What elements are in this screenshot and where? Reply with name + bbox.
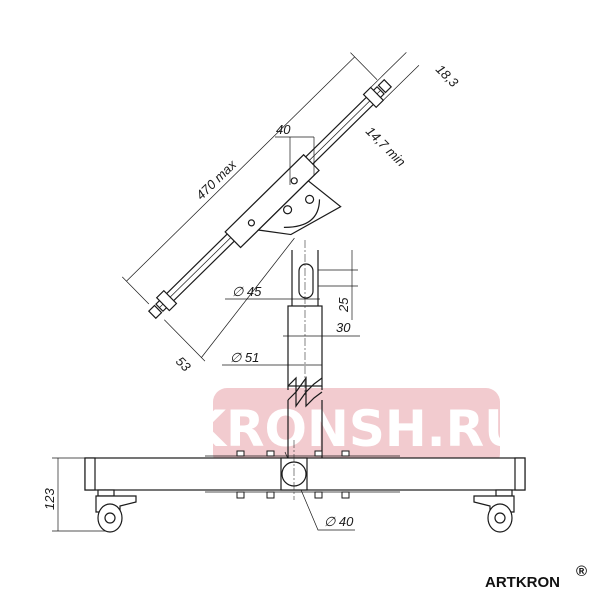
dim-min-gap: 14,7 min [363,124,409,170]
dim-offset: 53 [173,354,194,375]
caster-left [95,489,137,533]
caster-right [473,489,515,533]
watermark: KRONSH.RU [187,388,525,468]
logo-text: ARTKRON [485,574,560,591]
screw [282,205,293,215]
dim-base-height: 123 [42,488,57,510]
end-clamp-left [155,289,178,312]
dim-lower-pole: ∅ 51 [230,350,259,365]
watermark-text: KRONSH.RU [187,400,525,458]
dim-base-tube: ∅ 40 [324,514,354,529]
pivot-plate [257,180,342,236]
base [84,440,526,500]
artkron-logo: ARTKRON ® [485,563,587,591]
registered-mark: ® [576,563,587,580]
screw [290,177,298,185]
dim-length-max: 470 max [193,157,239,203]
end-cap-left [84,457,96,491]
clamp-arm: 470 max [121,52,420,362]
dim-thickness: 18,3 [433,62,462,91]
end-cap-right [514,457,526,491]
pole [287,240,323,458]
dim-clamp-width: 40 [276,122,291,137]
pole-slot [298,263,314,299]
end-clamp-right [362,86,385,109]
dim-upper-pole: ∅ 45 [232,284,262,299]
knob-left [147,304,163,320]
dim-slot-length: 25 [336,297,351,313]
screw [247,219,256,227]
screw [304,194,315,204]
knob-right [377,78,393,94]
dim-slot-offset: 30 [336,320,351,335]
